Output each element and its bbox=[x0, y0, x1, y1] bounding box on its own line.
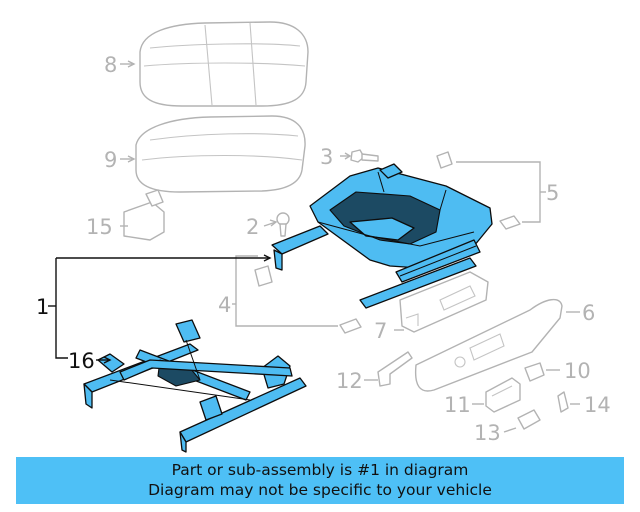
leader-lines bbox=[48, 60, 580, 433]
parts-diagram: 8 9 15 3 2 5 4 7 6 10 12 11 14 13 1 16 bbox=[36, 21, 611, 453]
callout-4: 4 bbox=[218, 293, 231, 317]
callout-11: 11 bbox=[444, 393, 471, 417]
part-5-clip-lower[interactable] bbox=[499, 215, 521, 230]
callout-1: 1 bbox=[36, 295, 49, 319]
part-14-knob[interactable] bbox=[557, 391, 569, 413]
part-4-clip-upper[interactable] bbox=[254, 265, 273, 287]
callout-6: 6 bbox=[582, 301, 595, 325]
callout-3: 3 bbox=[320, 145, 333, 169]
callout-15: 15 bbox=[86, 215, 113, 239]
part-7-inner-shield[interactable] bbox=[399, 271, 489, 333]
part-3-bolt[interactable] bbox=[350, 149, 379, 163]
part-13-knob[interactable] bbox=[517, 409, 541, 430]
callout-16: 16 bbox=[68, 349, 95, 373]
callout-5: 5 bbox=[546, 181, 559, 205]
callout-13: 13 bbox=[474, 421, 501, 445]
footer-line-2: Diagram may not be specific to your vehi… bbox=[148, 481, 492, 499]
part-6-side-shield[interactable] bbox=[414, 299, 563, 392]
part-2-screw[interactable] bbox=[276, 212, 290, 237]
part-8-cushion-pad[interactable] bbox=[139, 21, 309, 107]
part-5-clip-upper[interactable] bbox=[436, 151, 453, 169]
part-15-bracket[interactable] bbox=[123, 189, 165, 241]
part-10-knob[interactable] bbox=[524, 362, 545, 382]
footer-line-1: Part or sub-assembly is #1 in diagram bbox=[171, 461, 469, 479]
part-1-seat-frame[interactable] bbox=[271, 163, 493, 309]
part-11-switch[interactable] bbox=[485, 377, 521, 413]
callout-10: 10 bbox=[564, 359, 591, 383]
callout-9: 9 bbox=[104, 148, 117, 172]
callout-8: 8 bbox=[104, 53, 117, 77]
footer-banner: Part or sub-assembly is #1 in diagram Di… bbox=[16, 457, 624, 504]
callout-2: 2 bbox=[246, 215, 259, 239]
part-12-bracket[interactable] bbox=[377, 351, 413, 387]
callout-14: 14 bbox=[584, 393, 611, 417]
part-9-cushion-cover[interactable] bbox=[135, 115, 306, 193]
callout-7: 7 bbox=[374, 319, 387, 343]
part-16-seat-track[interactable] bbox=[83, 319, 307, 453]
part-4-clip-lower[interactable] bbox=[339, 318, 362, 334]
callout-12: 12 bbox=[336, 369, 363, 393]
